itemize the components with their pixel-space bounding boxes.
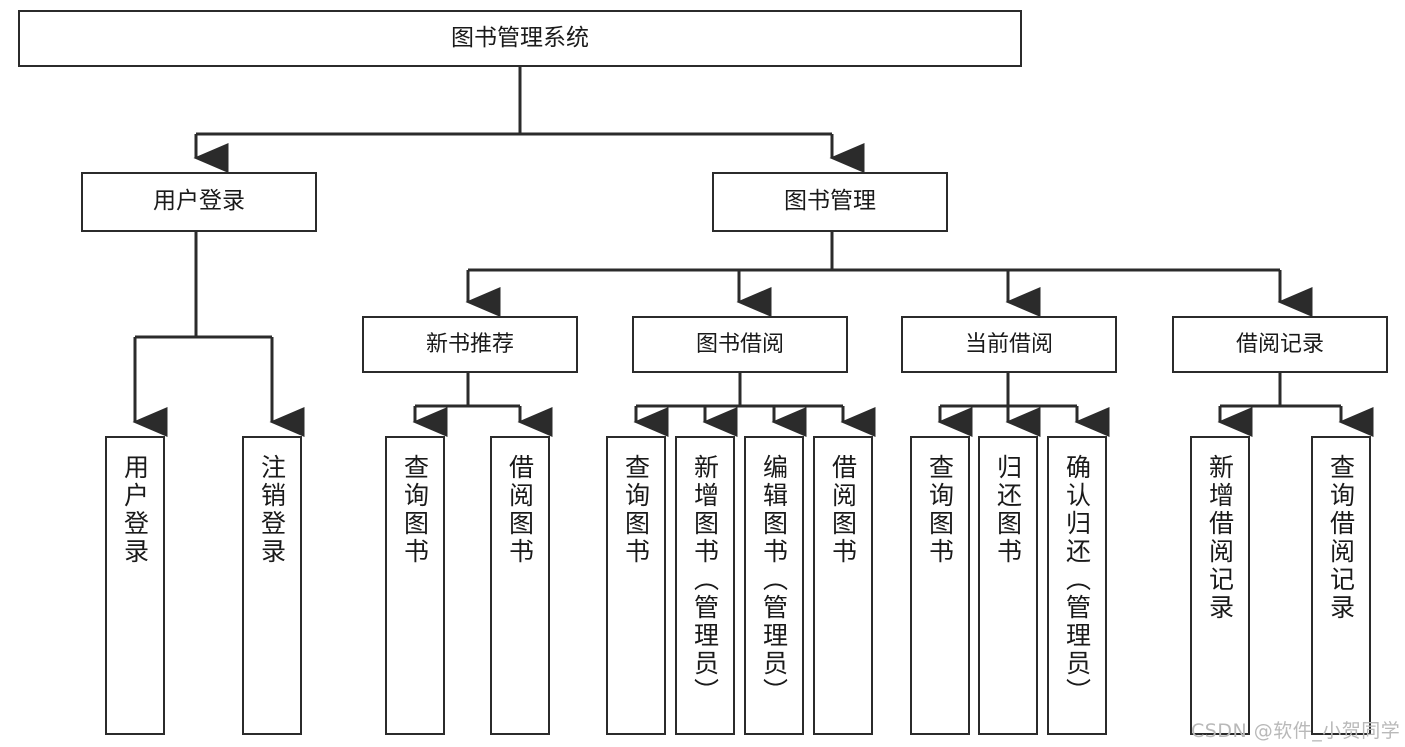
leaf-current-query-book-label: 查询图书 (925, 454, 955, 566)
leaf-new-book-query[interactable]: 查询图书 (385, 436, 445, 735)
leaf-record-add-label: 新增借阅记录 (1205, 454, 1235, 622)
leaf-borrow-query-book[interactable]: 查询图书 (606, 436, 666, 735)
node-user-login-label: 用户登录 (153, 188, 245, 215)
leaf-current-return-book[interactable]: 归还图书 (978, 436, 1038, 735)
node-book-management[interactable]: 图书管理 (712, 172, 948, 232)
leaf-user-login-signin-label: 用户登录 (120, 454, 150, 566)
leaf-new-book-query-label: 查询图书 (400, 454, 430, 566)
leaf-user-login-signin[interactable]: 用户登录 (105, 436, 165, 735)
leaf-new-book-borrow[interactable]: 借阅图书 (490, 436, 550, 735)
leaf-borrow-add-book[interactable]: 新增图书（管理员） (675, 436, 735, 735)
leaf-user-login-signout[interactable]: 注销登录 (242, 436, 302, 735)
node-current-borrow[interactable]: 当前借阅 (901, 316, 1117, 373)
leaf-current-query-book[interactable]: 查询图书 (910, 436, 970, 735)
leaf-borrow-query-book-label: 查询图书 (621, 454, 651, 566)
leaf-borrow-add-book-label: 新增图书（管理员） (690, 454, 720, 706)
node-user-login[interactable]: 用户登录 (81, 172, 317, 232)
leaf-current-confirm-return[interactable]: 确认归还（管理员） (1047, 436, 1107, 735)
leaf-borrow-borrow-book[interactable]: 借阅图书 (813, 436, 873, 735)
node-book-borrow[interactable]: 图书借阅 (632, 316, 848, 373)
leaf-record-add[interactable]: 新增借阅记录 (1190, 436, 1250, 735)
csdn-watermark: CSDN @软件_小贺同学 (1191, 720, 1401, 742)
leaf-user-login-signout-label: 注销登录 (257, 454, 287, 566)
leaf-borrow-edit-book-label: 编辑图书（管理员） (759, 454, 789, 706)
leaf-current-return-book-label: 归还图书 (993, 454, 1023, 566)
node-borrow-record[interactable]: 借阅记录 (1172, 316, 1388, 373)
node-book-borrow-label: 图书借阅 (695, 331, 784, 357)
leaf-record-query-label: 查询借阅记录 (1326, 454, 1356, 622)
leaf-borrow-edit-book[interactable]: 编辑图书（管理员） (744, 436, 804, 735)
leaf-record-query[interactable]: 查询借阅记录 (1311, 436, 1371, 735)
node-book-management-label: 图书管理 (784, 188, 876, 215)
leaf-borrow-borrow-book-label: 借阅图书 (828, 454, 858, 566)
node-root-system[interactable]: 图书管理系统 (18, 10, 1022, 67)
node-new-book-recommend[interactable]: 新书推荐 (362, 316, 578, 373)
node-new-book-recommend-label: 新书推荐 (425, 331, 514, 357)
leaf-new-book-borrow-label: 借阅图书 (505, 454, 535, 566)
node-root-system-label: 图书管理系统 (451, 24, 589, 51)
node-borrow-record-label: 借阅记录 (1235, 331, 1324, 357)
node-current-borrow-label: 当前借阅 (964, 331, 1053, 357)
leaf-current-confirm-return-label: 确认归还（管理员） (1062, 454, 1092, 706)
